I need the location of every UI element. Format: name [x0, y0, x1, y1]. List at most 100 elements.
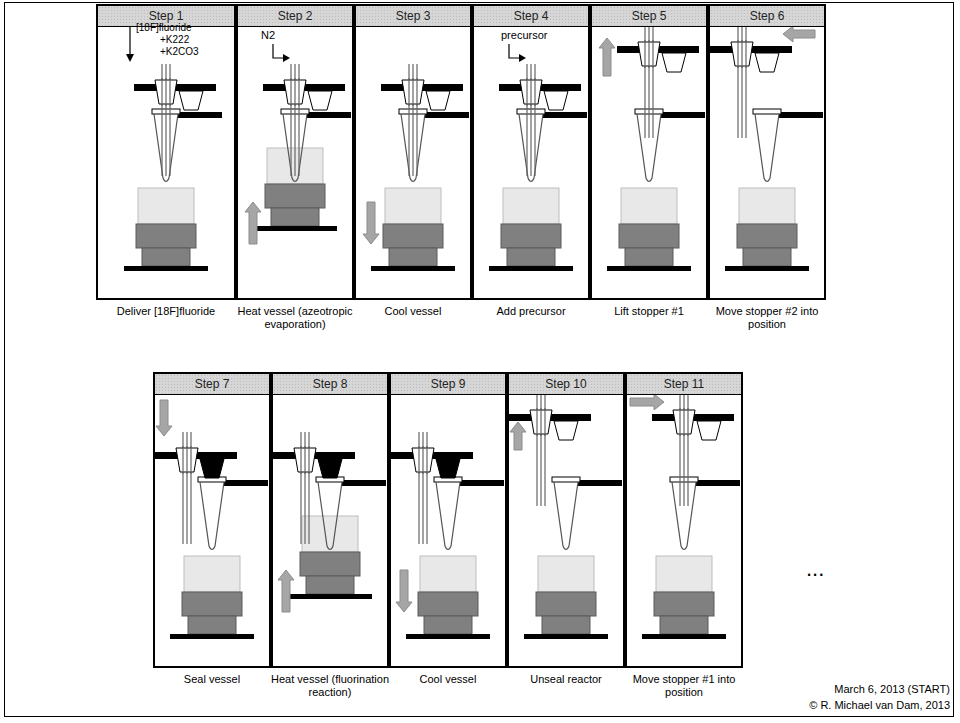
step-panel: Step 6Move stopper #2 into position	[708, 4, 826, 300]
tube	[412, 78, 413, 106]
tube	[687, 394, 688, 506]
stopper-2	[755, 53, 779, 72]
tube	[169, 64, 170, 176]
tube	[182, 432, 183, 544]
tube	[408, 78, 409, 106]
tube	[186, 432, 187, 544]
step-apparatus	[363, 64, 469, 271]
reaction-vessel	[436, 482, 460, 550]
step-header: Step 7	[155, 374, 269, 395]
tube	[648, 40, 649, 68]
inlet-label: [18F]fluoride	[136, 22, 192, 33]
tube	[644, 26, 645, 138]
step-panel: Step 2Heat vessel (azeotropic evaporatio…	[236, 4, 354, 300]
vessel-rim	[552, 477, 580, 482]
tube	[737, 26, 738, 138]
step-caption: Heat vessel (azeotropic evaporation)	[236, 305, 354, 331]
vessel-rim	[753, 109, 781, 114]
tube	[161, 78, 162, 106]
step-caption: Move stopper #1 into position	[625, 673, 743, 699]
stopper-2	[436, 459, 460, 478]
tube	[426, 446, 427, 474]
reaction-vessel	[318, 482, 342, 550]
step-caption: Cool vessel	[389, 673, 507, 686]
stopper-2	[318, 459, 342, 478]
tube	[679, 408, 680, 436]
tube	[536, 394, 537, 506]
tube	[534, 78, 535, 106]
step-apparatus	[509, 394, 622, 639]
heater-block	[524, 556, 608, 639]
vessel-holder-plate	[696, 480, 740, 486]
step-header: Step 11	[627, 374, 741, 395]
tube	[536, 408, 537, 436]
step-caption: Add precursor	[472, 305, 590, 318]
inlet-label: +K222	[160, 34, 189, 45]
tube	[683, 394, 684, 506]
tube	[422, 432, 423, 544]
vessel-holder-plate	[661, 112, 705, 118]
tube	[737, 40, 738, 68]
motion-arrow	[156, 400, 172, 436]
tube	[648, 26, 649, 138]
stopper-2	[544, 91, 568, 110]
step-caption: Heat vessel (fluorination reaction)	[271, 673, 389, 699]
step-panel: Step 4Add precursor	[472, 4, 590, 300]
vessel-holder-plate	[543, 112, 587, 118]
tube	[679, 394, 680, 506]
step-apparatus	[155, 400, 268, 639]
motion-arrow	[245, 202, 261, 244]
step-caption: Unseal reactor	[507, 673, 625, 686]
step-panel: Step 8Heat vessel (fluorination reaction…	[271, 372, 389, 668]
tube	[169, 78, 170, 106]
step-apparatus	[116, 26, 222, 271]
tube	[540, 408, 541, 436]
step-apparatus	[273, 432, 386, 612]
reaction-vessel	[755, 114, 779, 182]
tube	[652, 26, 653, 138]
tube	[644, 40, 645, 68]
stopper-2	[697, 421, 721, 440]
tube	[530, 78, 531, 106]
tube	[408, 64, 409, 176]
inlet-label: +K2CO3	[160, 46, 199, 57]
tube	[526, 78, 527, 106]
tube	[182, 446, 183, 474]
tube	[687, 408, 688, 436]
step-panel: Step 10Unseal reactor	[507, 372, 625, 668]
tube	[298, 64, 299, 176]
tube	[418, 432, 419, 544]
tube	[544, 394, 545, 506]
tube	[186, 446, 187, 474]
step-caption: Move stopper #2 into position	[708, 305, 826, 331]
tube	[290, 78, 291, 106]
vessel-holder-plate	[342, 480, 386, 486]
tube	[304, 446, 305, 474]
stopper-2	[426, 91, 450, 110]
heater-block	[406, 556, 490, 639]
continuation-mark: ...	[806, 556, 824, 581]
tube	[741, 40, 742, 68]
tube	[530, 64, 531, 176]
motion-arrow	[599, 38, 615, 76]
step-apparatus	[599, 26, 705, 271]
reaction-vessel	[554, 482, 578, 550]
tube	[652, 40, 653, 68]
heater-block	[170, 556, 254, 639]
vessel-holder-plate	[779, 112, 823, 118]
step-apparatus	[630, 394, 740, 639]
heater-block	[124, 188, 208, 271]
step-header: Step 8	[273, 374, 387, 395]
heater-block	[489, 188, 573, 271]
step-panel: Step 7Seal vessel	[153, 372, 271, 668]
heater-block	[371, 188, 455, 271]
tube	[161, 64, 162, 176]
step-header: Step 3	[356, 6, 470, 27]
tube	[422, 446, 423, 474]
step-panel: Step 11Move stopper #1 into position	[625, 372, 743, 668]
step-apparatus	[710, 26, 823, 271]
tube	[534, 64, 535, 176]
